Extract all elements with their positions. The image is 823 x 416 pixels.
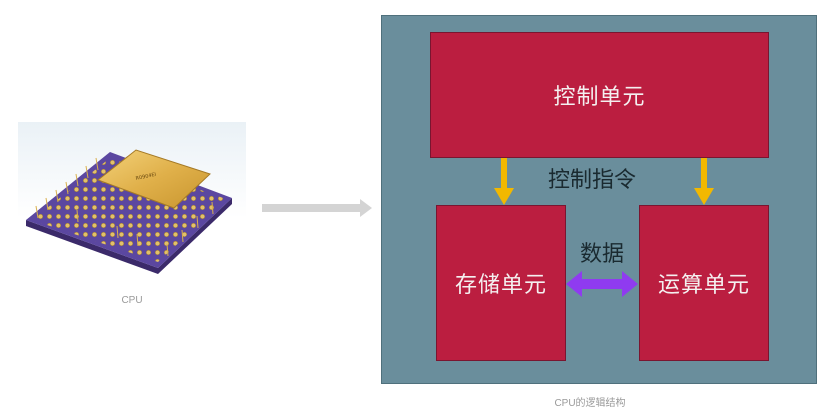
data-label: 数据 bbox=[580, 242, 625, 267]
data-double-arrow-icon bbox=[566, 271, 638, 301]
cpu-chip-icon: R0904EI bbox=[26, 149, 232, 274]
diagram-caption: CPU的逻辑结构 bbox=[554, 398, 626, 409]
control-unit-label: 控制单元 bbox=[553, 85, 646, 110]
arithmetic-unit-box: 运算单元 bbox=[639, 205, 769, 361]
storage-unit-box: 存储单元 bbox=[436, 205, 566, 361]
control-arrow-left-icon bbox=[494, 158, 514, 210]
control-unit-box: 控制单元 bbox=[430, 32, 769, 158]
control-arrow-right-icon bbox=[694, 158, 714, 210]
cpu-photo: R0904EI bbox=[18, 122, 246, 282]
storage-unit-label: 存储单元 bbox=[454, 273, 547, 298]
right-arrow-icon bbox=[262, 199, 374, 221]
control-signal-label: 控制指令 bbox=[548, 168, 637, 193]
cpu-photo-caption: CPU bbox=[121, 295, 143, 306]
svg-text:R0904EI: R0904EI bbox=[135, 172, 157, 182]
arithmetic-unit-label: 运算单元 bbox=[657, 273, 750, 298]
